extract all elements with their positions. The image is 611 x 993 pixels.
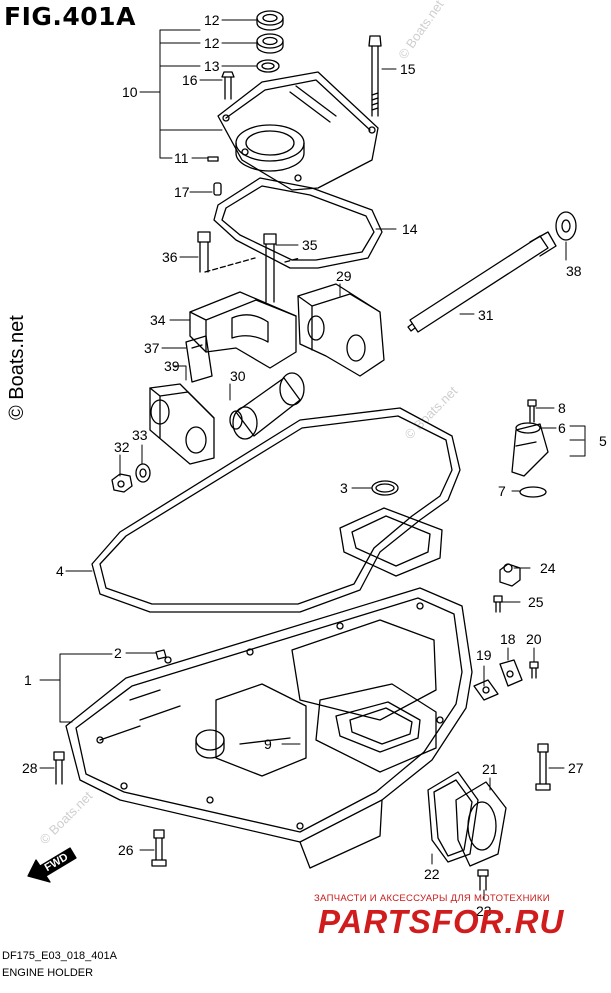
callout-c11: 11 bbox=[174, 150, 189, 166]
diagonal-watermarks: © Boats.net © Boats.net © Boats.net bbox=[37, 0, 461, 847]
callout-c34: 34 bbox=[150, 312, 166, 328]
gasket-14 bbox=[213, 177, 383, 269]
bolt-16 bbox=[221, 71, 235, 100]
callout-c38: 38 bbox=[566, 263, 582, 279]
callout-c1: 1 bbox=[24, 672, 32, 688]
seal-ring-13 bbox=[256, 59, 280, 73]
engine-mount-29 bbox=[297, 283, 385, 377]
dashed-guide-1 bbox=[204, 257, 256, 273]
oil-seal-12-lower bbox=[256, 33, 284, 54]
nut-32 bbox=[111, 473, 133, 493]
callout-c13: 13 bbox=[204, 58, 220, 74]
callout-c3: 3 bbox=[340, 480, 348, 496]
callout-c29: 29 bbox=[336, 268, 352, 284]
pin-11 bbox=[207, 156, 219, 162]
fwd-arrow-icon: FWD bbox=[27, 847, 77, 883]
gasket-22 bbox=[427, 771, 479, 863]
bolt-26 bbox=[151, 829, 167, 867]
callout-c18: 18 bbox=[500, 631, 516, 647]
dowel-17 bbox=[213, 182, 222, 196]
callout-c26: 26 bbox=[118, 842, 134, 858]
cover-plate-19 bbox=[473, 679, 499, 701]
bolt-8 bbox=[527, 399, 537, 423]
callout-c4: 4 bbox=[56, 563, 64, 579]
engine-mount-34 bbox=[189, 291, 297, 369]
long-bolt-15 bbox=[368, 35, 382, 117]
bracket-37 bbox=[185, 335, 213, 383]
watermark-1: © Boats.net bbox=[395, 0, 447, 62]
callout-c24: 24 bbox=[540, 560, 556, 576]
callout-c31: 31 bbox=[478, 307, 494, 323]
callout-c8: 8 bbox=[558, 400, 566, 416]
callout-c14: 14 bbox=[402, 221, 418, 237]
bearing-cover-10 bbox=[217, 71, 379, 191]
callout-c35: 35 bbox=[302, 237, 318, 253]
callout-c9: 9 bbox=[264, 736, 272, 752]
oil-seal-12-upper bbox=[256, 10, 284, 31]
watermark-3: © Boats.net bbox=[37, 788, 96, 847]
end-cover-21 bbox=[455, 781, 507, 867]
callout-c28: 28 bbox=[22, 760, 38, 776]
callout-c12a: 12 bbox=[204, 12, 220, 28]
washer-38 bbox=[555, 211, 577, 241]
callout-c10: 10 bbox=[122, 84, 138, 100]
fitting-24 bbox=[499, 563, 521, 587]
watermark-2: © Boats.net bbox=[402, 383, 461, 442]
callout-c19: 19 bbox=[476, 647, 492, 663]
bolt-20 bbox=[529, 661, 539, 679]
oil-pan-gasket-4 bbox=[91, 407, 461, 613]
callout-c39: 39 bbox=[164, 358, 180, 374]
dashed-guide-2 bbox=[284, 257, 301, 263]
mount-housing-39 bbox=[149, 383, 215, 465]
callout-labels: 12 12 13 16 15 10 11 17 14 36 35 29 38 3… bbox=[22, 12, 607, 919]
callout-c30: 30 bbox=[230, 368, 246, 384]
diagram-code: DF175_E03_018_401A bbox=[2, 950, 117, 962]
callout-c20: 20 bbox=[526, 631, 542, 647]
callout-c17: 17 bbox=[174, 184, 190, 200]
union-fitting-6 bbox=[511, 422, 549, 477]
callout-c16: 16 bbox=[182, 72, 198, 88]
bolt-36 bbox=[197, 231, 211, 273]
shop-watermark-logo: PARTSFOR.RU bbox=[318, 903, 565, 940]
callout-c23: 23 bbox=[476, 903, 492, 919]
callout-c36: 36 bbox=[162, 249, 178, 265]
callout-c15: 15 bbox=[400, 61, 416, 77]
o-ring-7 bbox=[519, 486, 547, 498]
through-shaft-31 bbox=[407, 231, 557, 333]
bracket-18 bbox=[499, 659, 523, 687]
callout-c33: 33 bbox=[132, 427, 148, 443]
bolt-2 bbox=[155, 649, 167, 660]
callout-c6: 6 bbox=[558, 420, 566, 436]
callout-c2: 2 bbox=[114, 645, 122, 661]
bolt-23 bbox=[477, 869, 489, 891]
callout-c22: 22 bbox=[424, 866, 440, 882]
shop-watermark-text: ЗАПЧАСТИ И АКСЕССУАРЫ ДЛЯ МОТОТЕХНИКИ bbox=[314, 893, 550, 904]
callout-c32: 32 bbox=[114, 439, 130, 455]
callout-c5: 5 bbox=[599, 433, 607, 449]
svg-text:FWD: FWD bbox=[43, 851, 71, 874]
callout-c37: 37 bbox=[144, 340, 160, 356]
side-watermark: © Boats.net bbox=[6, 315, 28, 420]
callout-c12b: 12 bbox=[204, 35, 220, 51]
bolt-27 bbox=[535, 743, 551, 791]
callout-c25: 25 bbox=[528, 594, 544, 610]
bolt-25 bbox=[493, 595, 503, 613]
o-ring-3 bbox=[371, 480, 399, 496]
callout-c27: 27 bbox=[568, 760, 584, 776]
callout-c21: 21 bbox=[482, 761, 498, 777]
bolt-35 bbox=[263, 233, 277, 303]
diagram-caption: ENGINE HOLDER bbox=[2, 967, 94, 979]
bolt-28 bbox=[53, 751, 65, 785]
oil-pan-1 bbox=[65, 587, 473, 869]
figure-title: FIG.401A bbox=[4, 2, 136, 31]
washer-33 bbox=[135, 463, 151, 483]
rubber-mount-30 bbox=[229, 372, 305, 440]
callout-c7: 7 bbox=[498, 483, 506, 499]
leader-lines bbox=[39, 19, 586, 901]
